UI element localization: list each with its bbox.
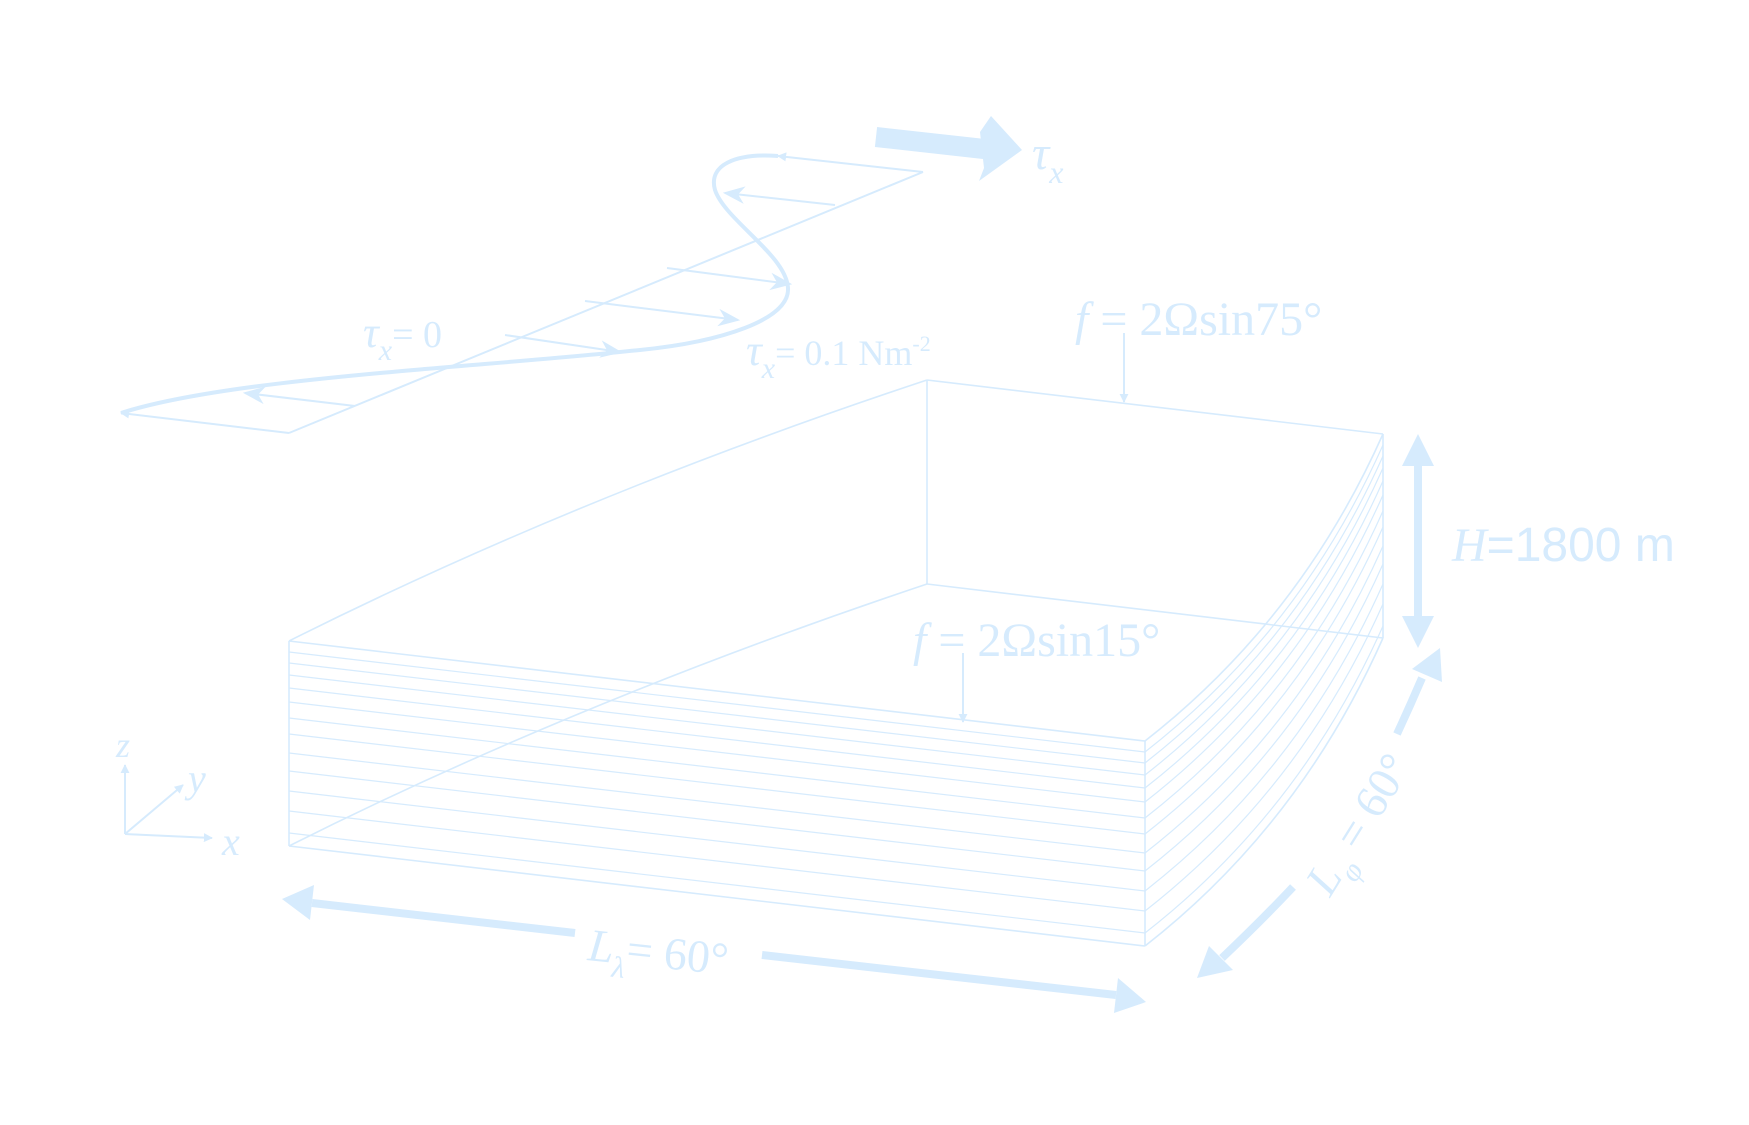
layer-line-side bbox=[1144, 526, 1384, 835]
axis-x bbox=[124, 833, 213, 843]
tau-max-label: τx= 0.1 Nm-2 bbox=[746, 326, 931, 385]
basin-box bbox=[288, 379, 1384, 947]
model-layers bbox=[288, 444, 1384, 934]
layer-line-side bbox=[1144, 494, 1384, 803]
layer-line-front bbox=[288, 752, 1146, 854]
wind-direction-arrow bbox=[874, 127, 986, 159]
basin-top-back-edge bbox=[926, 379, 1384, 435]
l-lambda-label: Lλ= 60° bbox=[584, 919, 731, 995]
layer-line-side bbox=[1144, 563, 1384, 872]
basin-right-top-edge bbox=[1144, 433, 1384, 742]
f-top-label: f = 2Ωsin75° bbox=[1075, 293, 1322, 346]
depth-label: H=1800 m bbox=[1451, 519, 1675, 572]
tau-zero-label: τx= 0 bbox=[363, 308, 442, 367]
stress-arrow bbox=[584, 300, 741, 327]
layer-line-front bbox=[288, 651, 1146, 753]
stress-curve bbox=[120, 153, 791, 415]
basin-top-left-edge bbox=[288, 379, 928, 642]
basin-front-top-edge bbox=[288, 640, 1146, 742]
layer-line-side bbox=[1144, 583, 1384, 892]
layer-line-side bbox=[1144, 480, 1384, 789]
stress-arrow bbox=[666, 267, 793, 291]
stress-top-base bbox=[777, 152, 924, 173]
stress-arrow bbox=[242, 386, 356, 407]
axis-y-label: y bbox=[184, 756, 206, 801]
l-phi-label: Lφ = 60° bbox=[1295, 744, 1431, 910]
basin-bottom-left-edge bbox=[288, 583, 928, 847]
basin-right-bottom-edge bbox=[1144, 637, 1384, 947]
layer-line-front bbox=[288, 832, 1146, 934]
f-bottom-label: f = 2Ωsin15° bbox=[913, 614, 1160, 667]
layer-line-front bbox=[288, 770, 1146, 872]
axis-z-label: z bbox=[115, 725, 130, 765]
layer-line-front bbox=[288, 790, 1146, 892]
layer-line-front bbox=[288, 810, 1146, 912]
axis-x-label: x bbox=[221, 819, 240, 864]
layer-line-side bbox=[1144, 444, 1384, 753]
wind-direction-arrowhead bbox=[979, 116, 1022, 181]
stress-bottom-base bbox=[120, 409, 290, 434]
l-lambda-arrow bbox=[282, 885, 1146, 1013]
layer-line-side bbox=[1144, 545, 1384, 854]
basin-front-bottom-edge bbox=[288, 845, 1146, 947]
basin-bottom-back-edge bbox=[926, 583, 1384, 639]
layer-line-front bbox=[288, 733, 1146, 835]
tau-x-label: τx bbox=[1032, 127, 1063, 190]
layer-line-front bbox=[288, 687, 1146, 789]
layer-line-side bbox=[1144, 510, 1384, 819]
layer-line-side bbox=[1144, 625, 1384, 934]
layer-line-front bbox=[288, 701, 1146, 803]
axis-y bbox=[124, 784, 184, 835]
layer-line-side bbox=[1144, 603, 1384, 912]
layer-line-front bbox=[288, 662, 1146, 764]
wind-stress-profile bbox=[120, 152, 924, 434]
stress-arrows bbox=[242, 186, 836, 407]
layer-line-side bbox=[1144, 467, 1384, 776]
layer-line-front bbox=[288, 674, 1146, 776]
stress-axis-line bbox=[288, 171, 924, 434]
l-phi-arrow bbox=[1197, 648, 1442, 978]
layer-line-side bbox=[1144, 455, 1384, 764]
stress-arrow bbox=[722, 186, 836, 206]
layer-line-front bbox=[288, 717, 1146, 819]
coordinate-axes-icon bbox=[120, 764, 213, 843]
depth-arrow bbox=[1402, 434, 1434, 648]
stress-arrow bbox=[504, 334, 623, 358]
